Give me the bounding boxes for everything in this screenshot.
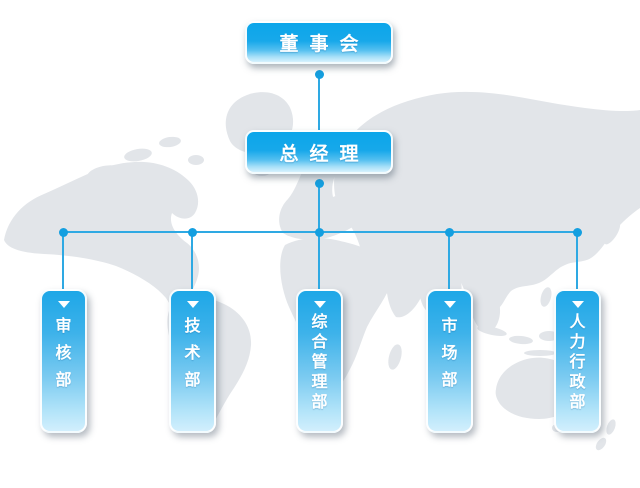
department-label: 审核部 bbox=[55, 316, 72, 389]
connector-drop-line bbox=[318, 232, 320, 290]
connector-vertical-line bbox=[318, 74, 320, 131]
triangle-down-icon bbox=[443, 301, 456, 308]
connector-node-dot bbox=[315, 70, 324, 79]
connector-node-dot bbox=[188, 228, 197, 237]
connector-drop-line bbox=[576, 232, 578, 290]
node-general-manager: 总经理 bbox=[245, 130, 393, 174]
department-label: 技术部 bbox=[184, 316, 201, 389]
node-department-3: 综合管理部 bbox=[296, 289, 343, 433]
connector-drop-line bbox=[62, 232, 64, 290]
triangle-down-icon bbox=[186, 301, 199, 308]
general-manager-label: 总经理 bbox=[279, 142, 370, 165]
connector-node-dot bbox=[573, 228, 582, 237]
node-department-5: 人力行政部 bbox=[554, 289, 601, 433]
node-board-of-directors: 董事会 bbox=[245, 21, 393, 64]
connector-vertical-line bbox=[318, 183, 320, 232]
connector-node-dot bbox=[315, 228, 324, 237]
node-department-2: 技术部 bbox=[169, 289, 216, 433]
node-department-4: 市场部 bbox=[426, 289, 473, 433]
board-of-directors-label: 董事会 bbox=[279, 33, 370, 55]
department-label: 市场部 bbox=[441, 316, 458, 389]
triangle-down-icon bbox=[313, 301, 326, 308]
connector-drop-line bbox=[191, 232, 193, 290]
connector-node-dot bbox=[59, 228, 68, 237]
triangle-down-icon bbox=[571, 301, 584, 308]
node-department-1: 审核部 bbox=[40, 289, 87, 433]
triangle-down-icon bbox=[57, 301, 70, 308]
connector-drop-line bbox=[448, 232, 450, 290]
department-label: 综合管理部 bbox=[311, 312, 328, 411]
connector-node-dot bbox=[315, 179, 324, 188]
department-label: 人力行政部 bbox=[569, 312, 586, 411]
connector-node-dot bbox=[445, 228, 454, 237]
